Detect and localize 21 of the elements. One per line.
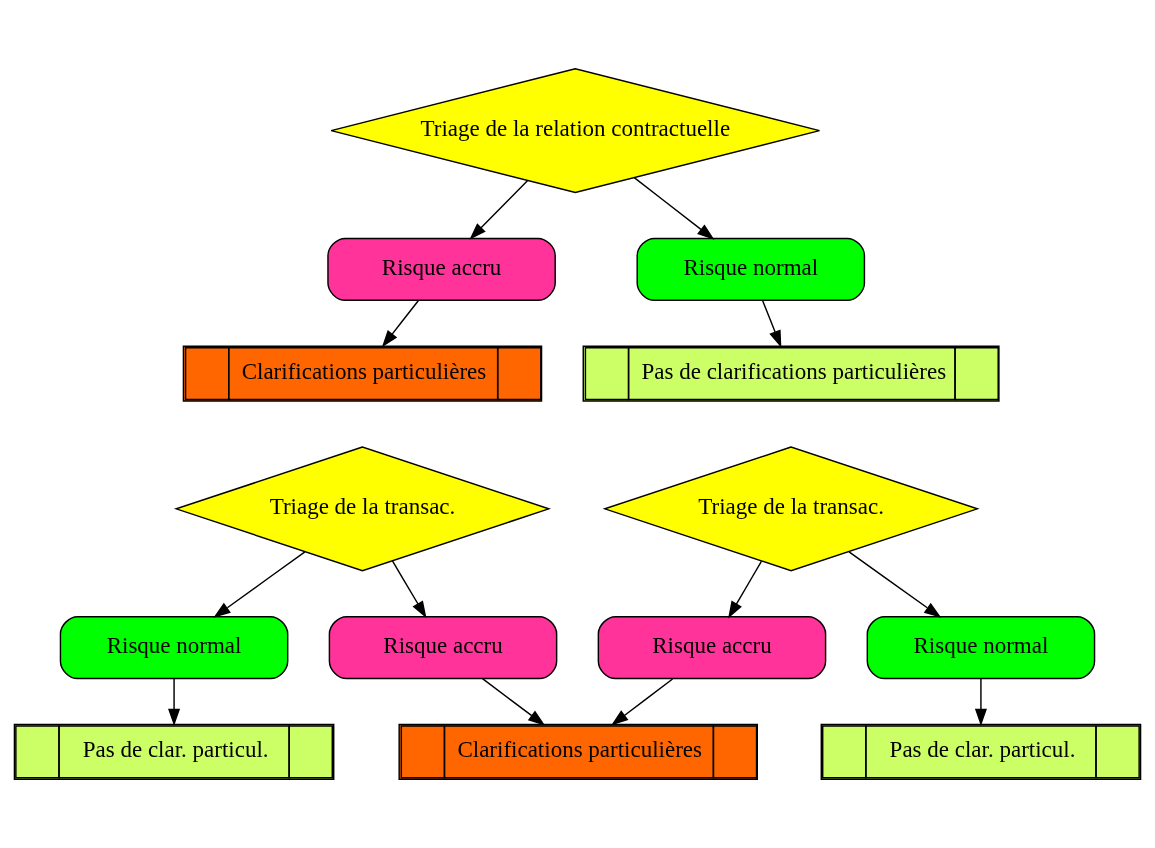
arrow (391, 560, 427, 619)
arrow (761, 299, 782, 348)
arrow (168, 678, 181, 727)
arrow (633, 176, 715, 240)
arrow (611, 678, 674, 726)
node-diamond: Triage de la relation contractuelle (330, 68, 821, 194)
arrow (469, 180, 529, 240)
arrow (728, 560, 763, 619)
node-box: Risque accru (597, 616, 827, 680)
arrow (481, 677, 546, 726)
node-box: Risque normal (866, 616, 1096, 680)
arrow (213, 551, 306, 618)
node-diamond: Triage de la transac. (173, 446, 552, 572)
node-box: Risque accru (328, 616, 558, 680)
arrow (974, 678, 987, 727)
node-box: Risque normal (59, 616, 289, 680)
node-diamond: Triage de la transac. (602, 446, 980, 572)
node-box: Risque accru (327, 237, 556, 302)
arrow (381, 299, 419, 348)
arrow (848, 551, 942, 618)
node-box: Risque normal (636, 237, 866, 302)
